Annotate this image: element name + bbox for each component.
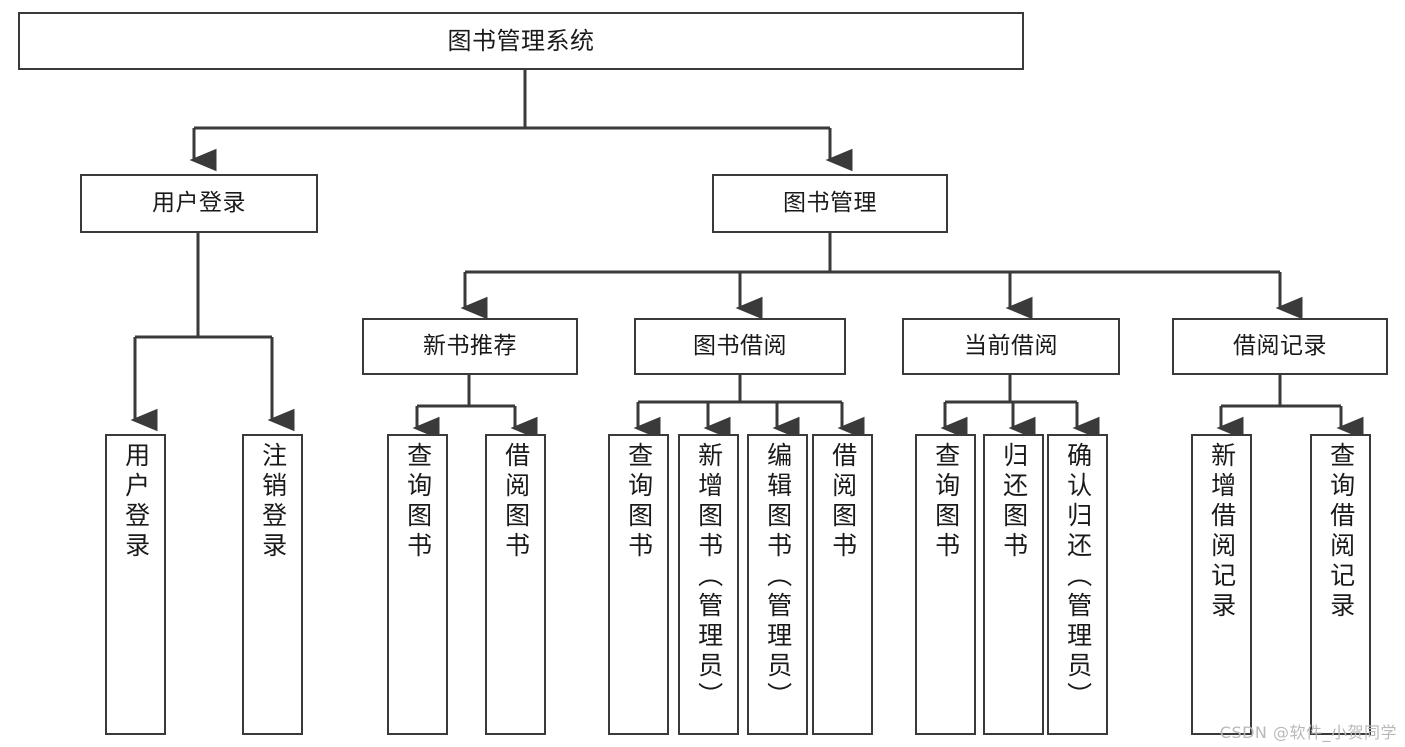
leaf-add-record-label: 新增借阅记录 xyxy=(1207,442,1237,622)
leaf-user-login-label: 用户登录 xyxy=(121,442,151,562)
leaf-user-login[interactable]: 用户登录 xyxy=(105,434,166,735)
node-new-book-recommend[interactable]: 新书推荐 xyxy=(362,318,578,375)
leaf-add-book-label: 新增图书（管理员） xyxy=(694,442,724,712)
leaf-borrow-book-bb[interactable]: 借阅图书 xyxy=(812,434,873,735)
node-current-borrow[interactable]: 当前借阅 xyxy=(902,318,1120,375)
leaf-add-book[interactable]: 新增图书（管理员） xyxy=(678,434,739,735)
leaf-edit-book[interactable]: 编辑图书（管理员） xyxy=(747,434,808,735)
leaf-query-record-label: 查询借阅记录 xyxy=(1326,442,1356,622)
leaf-confirm-return[interactable]: 确认归还（管理员） xyxy=(1047,434,1108,735)
leaf-return-book[interactable]: 归还图书 xyxy=(983,434,1044,735)
leaf-query-record[interactable]: 查询借阅记录 xyxy=(1310,434,1371,735)
leaf-add-record[interactable]: 新增借阅记录 xyxy=(1191,434,1252,735)
leaf-borrow-book-bb-label: 借阅图书 xyxy=(828,442,858,562)
leaf-query-book-bb-label: 查询图书 xyxy=(624,442,654,562)
node-book-manage-label: 图书管理 xyxy=(783,189,877,216)
csdn-watermark: CSDN @软件_小贺同学 xyxy=(1219,723,1397,742)
node-borrow-record[interactable]: 借阅记录 xyxy=(1172,318,1388,375)
leaf-return-book-label: 归还图书 xyxy=(999,442,1029,562)
leaf-query-book-bb[interactable]: 查询图书 xyxy=(608,434,669,735)
node-book-borrow[interactable]: 图书借阅 xyxy=(634,318,846,375)
leaf-user-logout[interactable]: 注销登录 xyxy=(242,434,303,735)
leaf-query-book-cb[interactable]: 查询图书 xyxy=(915,434,976,735)
node-new-book-recommend-label: 新书推荐 xyxy=(423,332,517,359)
node-user-login-label: 用户登录 xyxy=(152,189,246,216)
leaf-confirm-return-label: 确认归还（管理员） xyxy=(1063,442,1093,712)
leaf-query-book-rec-label: 查询图书 xyxy=(403,442,433,562)
node-root-label: 图书管理系统 xyxy=(447,26,595,55)
leaf-query-book-cb-label: 查询图书 xyxy=(931,442,961,562)
leaf-user-logout-label: 注销登录 xyxy=(258,442,288,562)
node-user-login[interactable]: 用户登录 xyxy=(80,174,318,233)
leaf-edit-book-label: 编辑图书（管理员） xyxy=(763,442,793,712)
node-book-borrow-label: 图书借阅 xyxy=(693,332,787,359)
node-book-manage[interactable]: 图书管理 xyxy=(712,174,948,233)
node-current-borrow-label: 当前借阅 xyxy=(964,332,1058,359)
node-root[interactable]: 图书管理系统 xyxy=(18,12,1024,70)
leaf-borrow-book-rec-label: 借阅图书 xyxy=(501,442,531,562)
leaf-query-book-rec[interactable]: 查询图书 xyxy=(387,434,448,735)
leaf-borrow-book-rec[interactable]: 借阅图书 xyxy=(485,434,546,735)
node-borrow-record-label: 借阅记录 xyxy=(1233,332,1327,359)
